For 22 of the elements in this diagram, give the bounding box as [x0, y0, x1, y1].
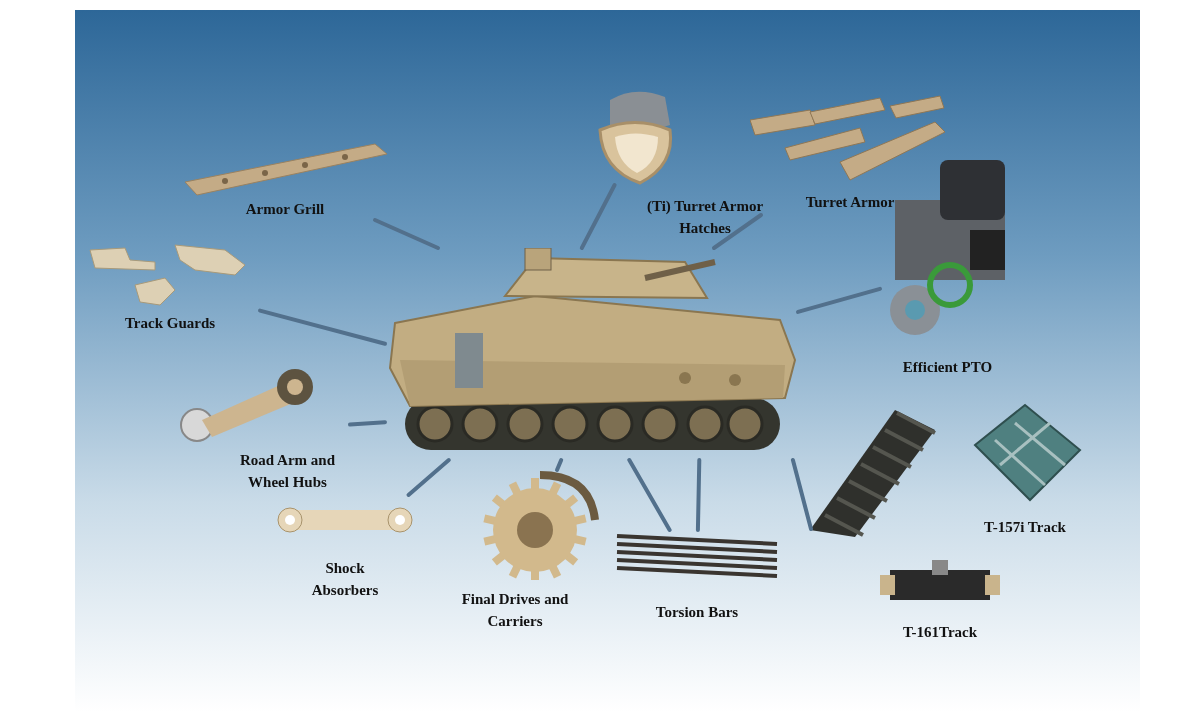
part-label: Track Guards	[123, 314, 217, 333]
leader-line	[790, 458, 813, 531]
part-label: Turret Armor	[804, 193, 896, 212]
leader-line	[348, 420, 387, 427]
leader-line	[406, 458, 451, 497]
leader-line	[796, 286, 882, 314]
leader-line	[373, 218, 440, 250]
part-label: (Ti) Turret Armor Hatches	[645, 197, 765, 238]
part-label: Efficient PTO	[901, 358, 994, 377]
leader-line	[555, 458, 564, 472]
part-label: Torsion Bars	[654, 603, 740, 622]
leader-line	[258, 308, 387, 346]
part-label: Armor Grill	[244, 200, 326, 219]
leader-line	[695, 458, 702, 532]
part-label: Shock Absorbers	[310, 559, 380, 600]
leader-line	[627, 458, 672, 532]
part-label: Road Arm and Wheel Hubs	[239, 451, 336, 492]
leader-line	[579, 183, 617, 250]
part-label: T-157i Track	[983, 518, 1067, 537]
part-label: Final Drives and Carriers	[460, 590, 570, 631]
leader-line	[712, 213, 763, 250]
part-label: T-161Track	[901, 623, 979, 642]
